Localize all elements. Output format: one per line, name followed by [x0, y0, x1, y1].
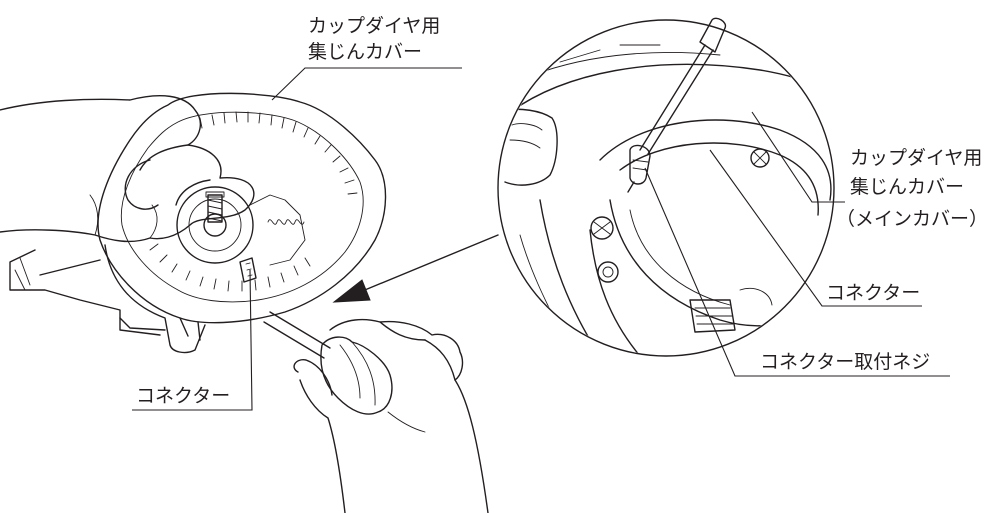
magnified-detail-circle	[497, 17, 835, 357]
label-cover-right-line3: （メインカバー）	[836, 208, 989, 230]
label-cover-left-line2: 集じんカバー	[308, 41, 423, 63]
label-connector-left: コネクター	[136, 385, 231, 407]
leader-lines	[132, 67, 950, 411]
detail-arrow	[332, 234, 499, 303]
label-cover-right-line2: 集じんカバー	[850, 176, 965, 198]
screwdriver-with-hand	[263, 311, 489, 513]
label-cover-right-line1: カップダイヤ用	[850, 147, 983, 169]
label-connector-right: コネクター	[826, 282, 921, 304]
label-cover-left-line1: カップダイヤ用	[308, 15, 441, 37]
left-hand-outline	[0, 95, 255, 243]
dust-cover-assembly	[9, 92, 387, 354]
label-connector-screw: コネクター取付ネジ	[760, 351, 931, 373]
